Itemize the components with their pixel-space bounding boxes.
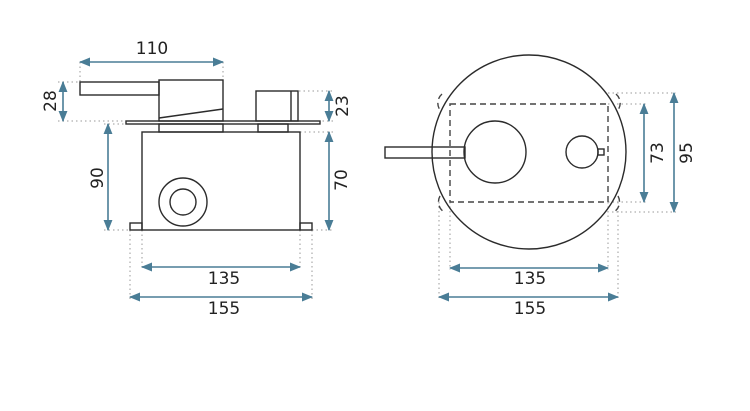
dim-label: 155 [514, 299, 546, 319]
dim-label: 135 [514, 269, 546, 289]
diverter-knob [565, 135, 599, 169]
main-knob [463, 120, 527, 184]
dim-label: 110 [136, 39, 168, 59]
lever-handle [79, 81, 160, 96]
extension-lines [58, 62, 334, 300]
dim-label: 155 [208, 299, 240, 319]
cover-plate-round [431, 54, 627, 250]
diverter-knob [255, 90, 299, 122]
dim-label: 28 [41, 90, 61, 112]
dim-label: 70 [332, 169, 352, 191]
dim-label: 73 [648, 142, 668, 164]
dim-label: 23 [333, 95, 353, 117]
handle-body [158, 79, 224, 122]
front-view: 73 95 135 155 [384, 54, 697, 319]
valve-box [141, 131, 301, 231]
lever-handle [384, 146, 466, 159]
hidden-box-outline [449, 103, 609, 203]
side-view: 110 28 90 23 70 135 155 [41, 39, 353, 319]
dim-label: 135 [208, 269, 240, 289]
outlet-port [158, 177, 208, 227]
dim-label: 95 [677, 142, 697, 164]
dim-label: 90 [88, 167, 108, 189]
